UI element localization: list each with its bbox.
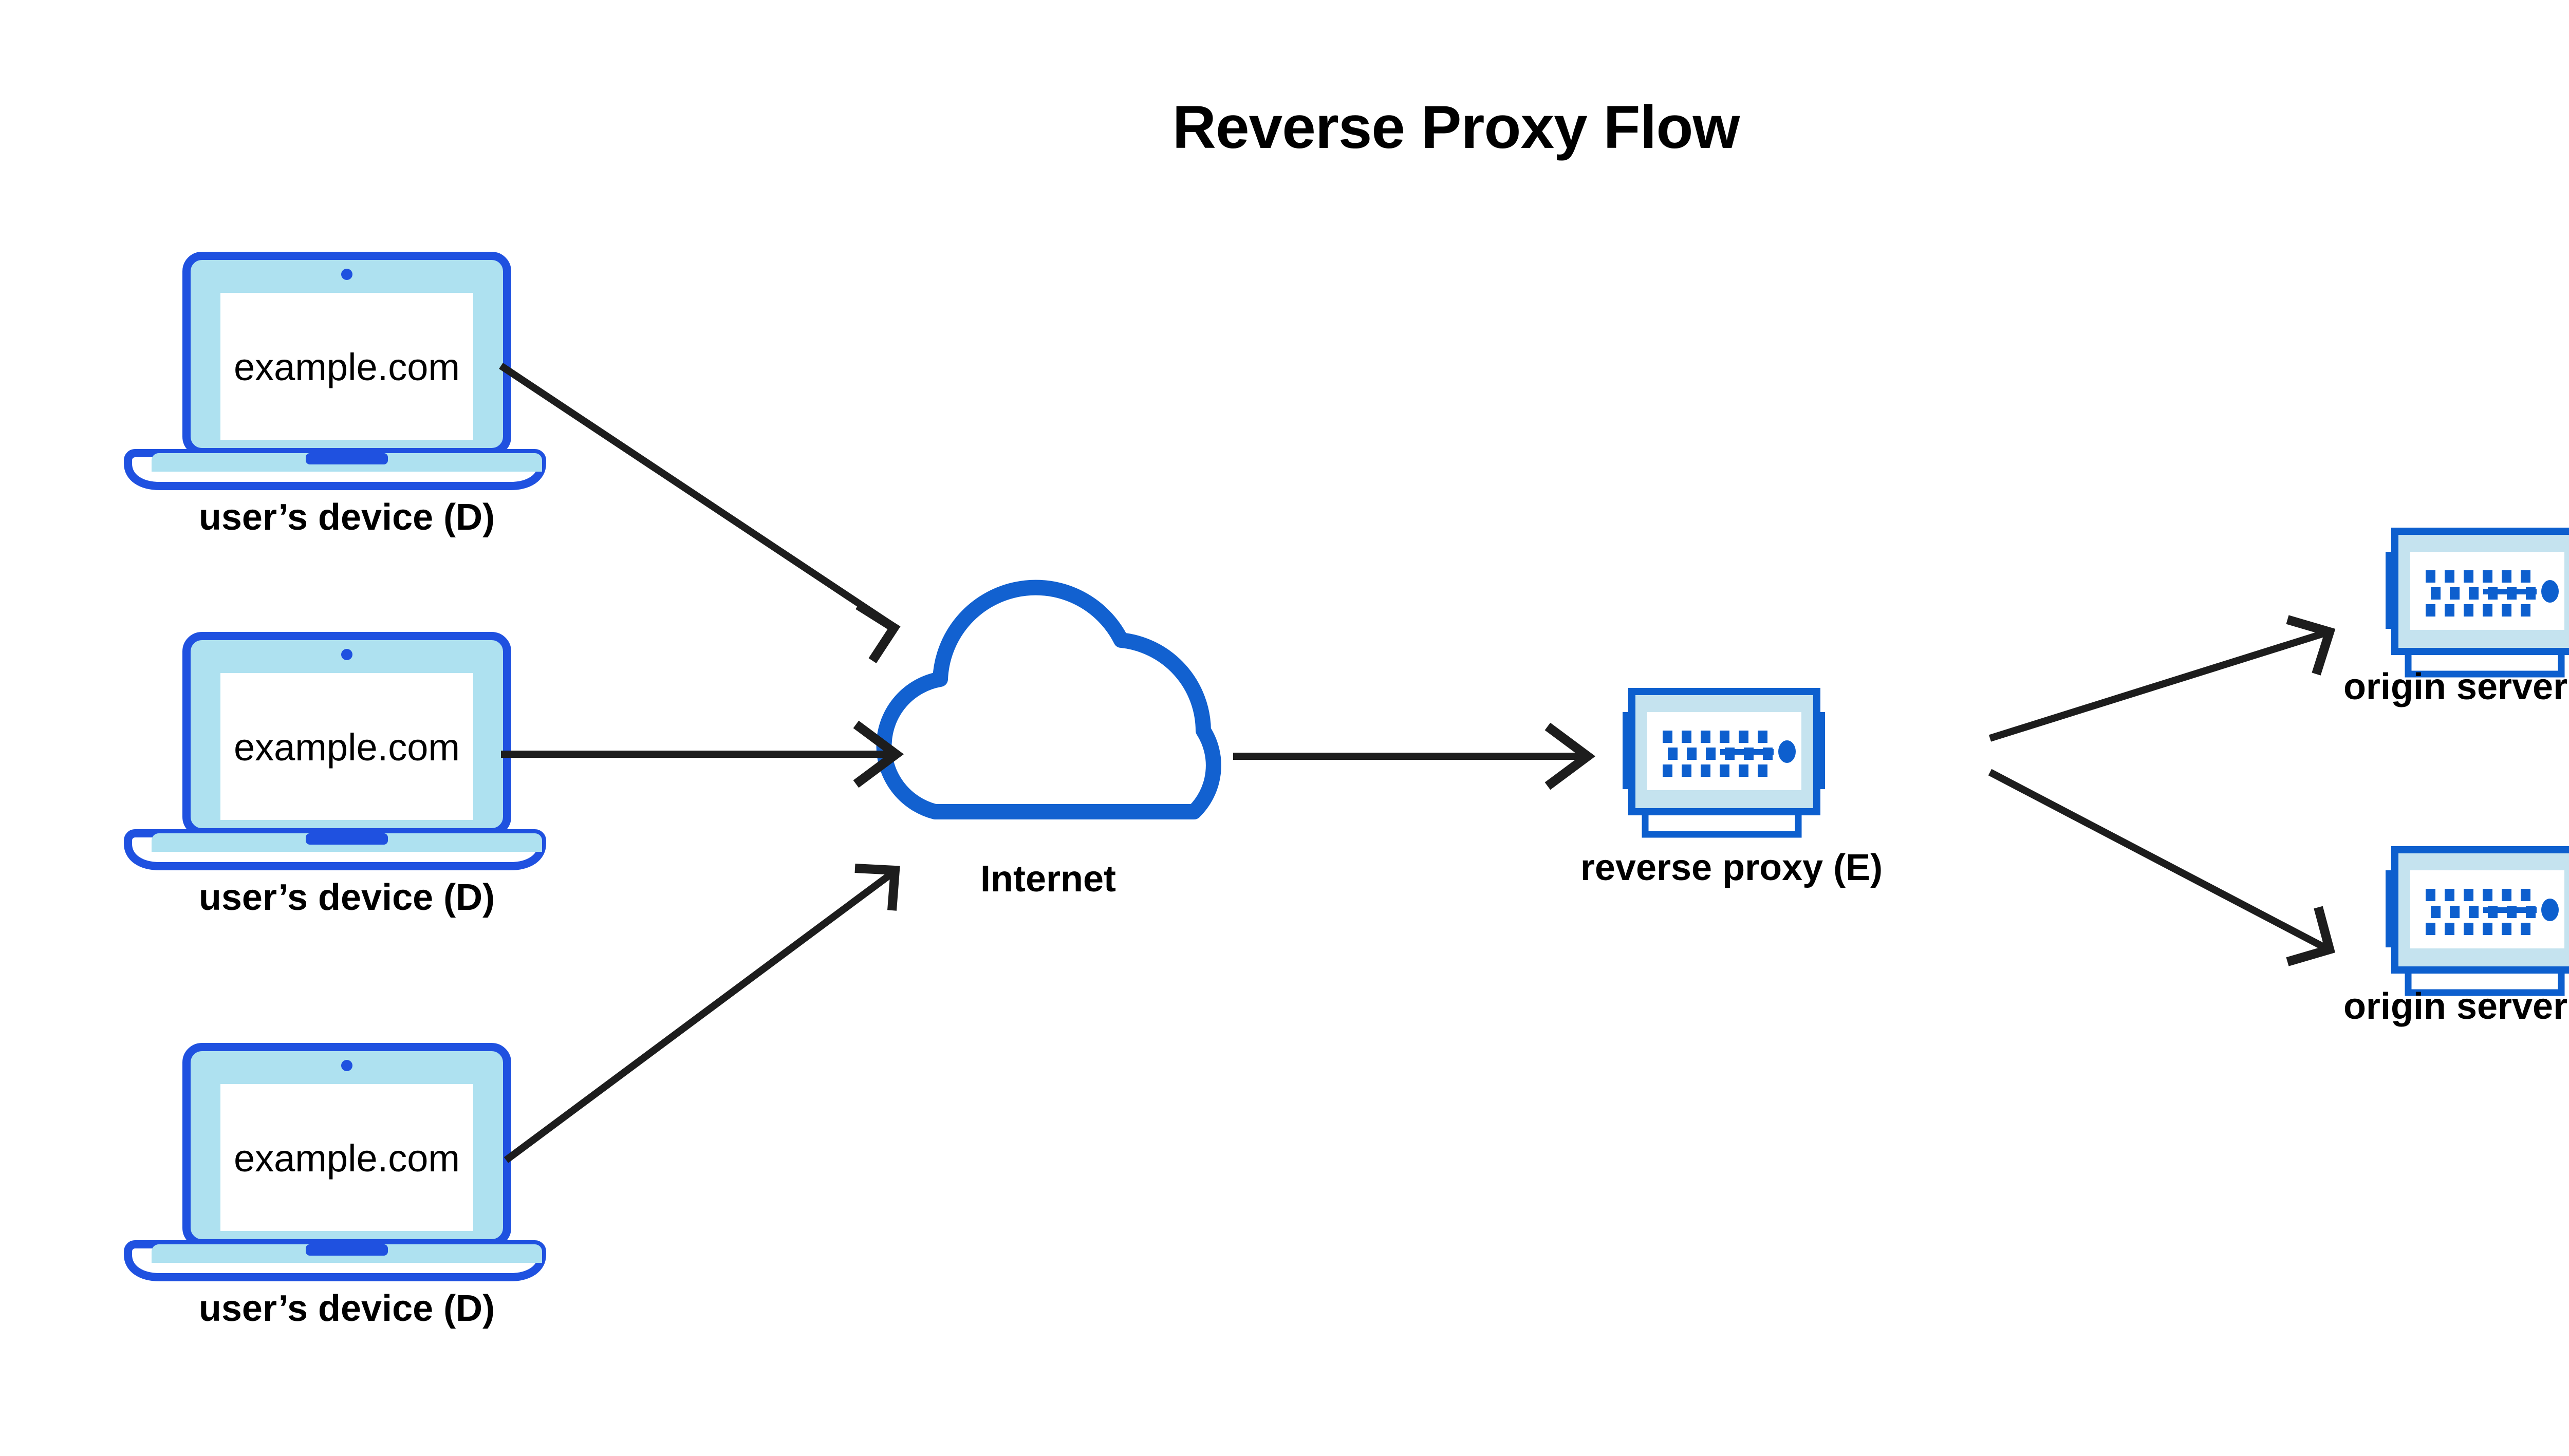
proxy-label: reverse proxy (E) — [1580, 847, 1883, 888]
origin-label: origin server (F) — [2343, 986, 2569, 1027]
device-label: user’s device (D) — [198, 497, 495, 538]
device-screen-text: example.com — [233, 346, 460, 388]
server-icon — [2386, 850, 2569, 993]
origin-label: origin server (F) — [2343, 666, 2569, 707]
device-screen-text: example.com — [233, 726, 460, 769]
edge-device-top-to-internet — [499, 363, 901, 663]
edge-device-middle-to-internet — [501, 720, 904, 788]
server-icon — [1623, 692, 1825, 834]
edge-internet-to-proxy — [1233, 722, 1596, 790]
device-label: user’s device (D) — [198, 1288, 495, 1329]
server-icon — [2386, 531, 2569, 674]
edge-proxy-to-origin-top — [1988, 615, 2336, 742]
edge-device-bottom-to-internet — [504, 864, 900, 1163]
cloud-icon — [876, 580, 1221, 819]
internet-label: Internet — [980, 858, 1116, 900]
edge-proxy-to-origin-bottom — [1988, 769, 2335, 966]
page-title: Reverse Proxy Flow — [1172, 94, 1740, 161]
device-label: user’s device (D) — [198, 877, 495, 918]
device-screen-text: example.com — [233, 1137, 460, 1180]
